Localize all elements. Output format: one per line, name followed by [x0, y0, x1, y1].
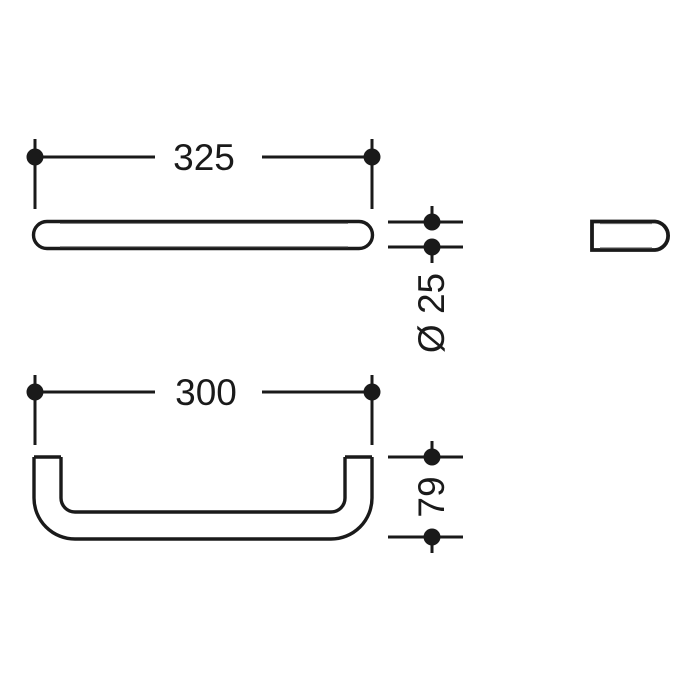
- dimension-300-group: 300: [26, 372, 381, 445]
- dim-79-label: 79: [411, 476, 452, 517]
- dim-300-dot-left: [26, 383, 44, 401]
- top-view-group: [31, 219, 375, 251]
- dimension-diameter25-group: Ø 25: [388, 206, 463, 353]
- dimension-325-group: 325: [26, 137, 381, 209]
- dim-d25-dot-top: [423, 213, 441, 231]
- top-view-rail-outline: [31, 219, 375, 251]
- section-profile-outline: [590, 219, 670, 252]
- dim-325-label: 325: [173, 137, 235, 178]
- dim-325-dot-right: [363, 148, 381, 166]
- section-view-group: [590, 219, 670, 252]
- front-view-inner-contour: [59, 457, 347, 514]
- front-view-outer-contour: [32, 457, 374, 541]
- dim-300-dot-right: [363, 383, 381, 401]
- dim-79-dot-bottom: [423, 528, 441, 546]
- front-view-group: [32, 455, 374, 541]
- dim-300-label: 300: [175, 372, 237, 413]
- dimension-79-group: 79: [388, 441, 463, 553]
- dim-d25-dot-bottom: [423, 238, 441, 256]
- dim-79-dot-top: [423, 448, 441, 466]
- dim-325-dot-left: [26, 148, 44, 166]
- dim-d25-label: Ø 25: [411, 273, 452, 353]
